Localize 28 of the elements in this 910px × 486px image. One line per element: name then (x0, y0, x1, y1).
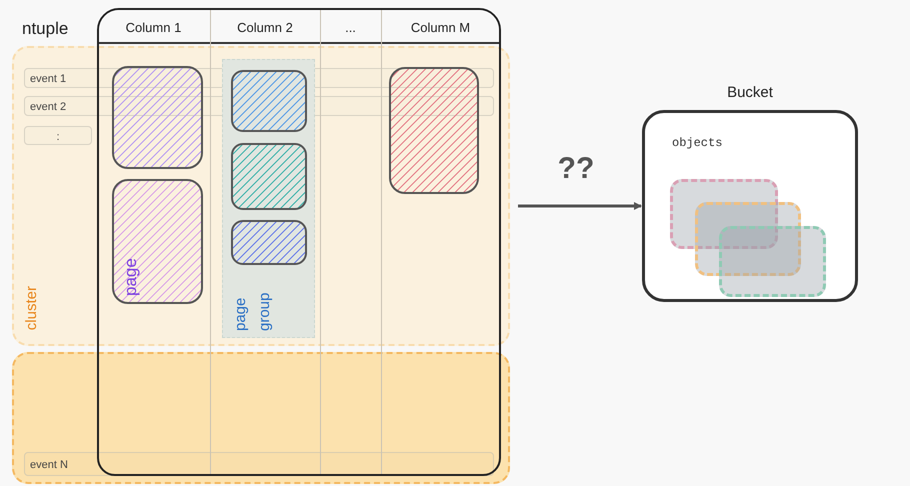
row-label: event 1 (30, 73, 66, 85)
band-label: cluster (23, 286, 40, 330)
object-box (695, 202, 801, 276)
arrow (518, 202, 642, 210)
vertical-label: page (121, 258, 140, 296)
row-label: event 2 (30, 101, 66, 113)
page-box (389, 67, 479, 194)
page-box (231, 220, 307, 265)
row-label: : (56, 130, 60, 142)
object-box (719, 226, 826, 297)
page-group-band (222, 59, 315, 338)
page-box (231, 70, 307, 132)
object-box (670, 179, 778, 249)
page-box (231, 143, 307, 210)
column-header: Column 2 (237, 19, 293, 37)
page-box (112, 66, 203, 169)
column-header: ... (345, 19, 356, 37)
cluster-band (12, 352, 510, 484)
vertical-label: page group (232, 292, 273, 331)
page-box (112, 179, 203, 304)
edge-label: ?? (558, 154, 594, 184)
box-title: Bucket (727, 83, 773, 103)
row-label: event N (30, 459, 68, 471)
table-title: ntuple (22, 19, 68, 38)
column-header: Column 1 (126, 19, 182, 37)
region-label: objects (672, 136, 722, 150)
column-header: Column M (410, 19, 470, 37)
cluster-band (12, 46, 510, 346)
